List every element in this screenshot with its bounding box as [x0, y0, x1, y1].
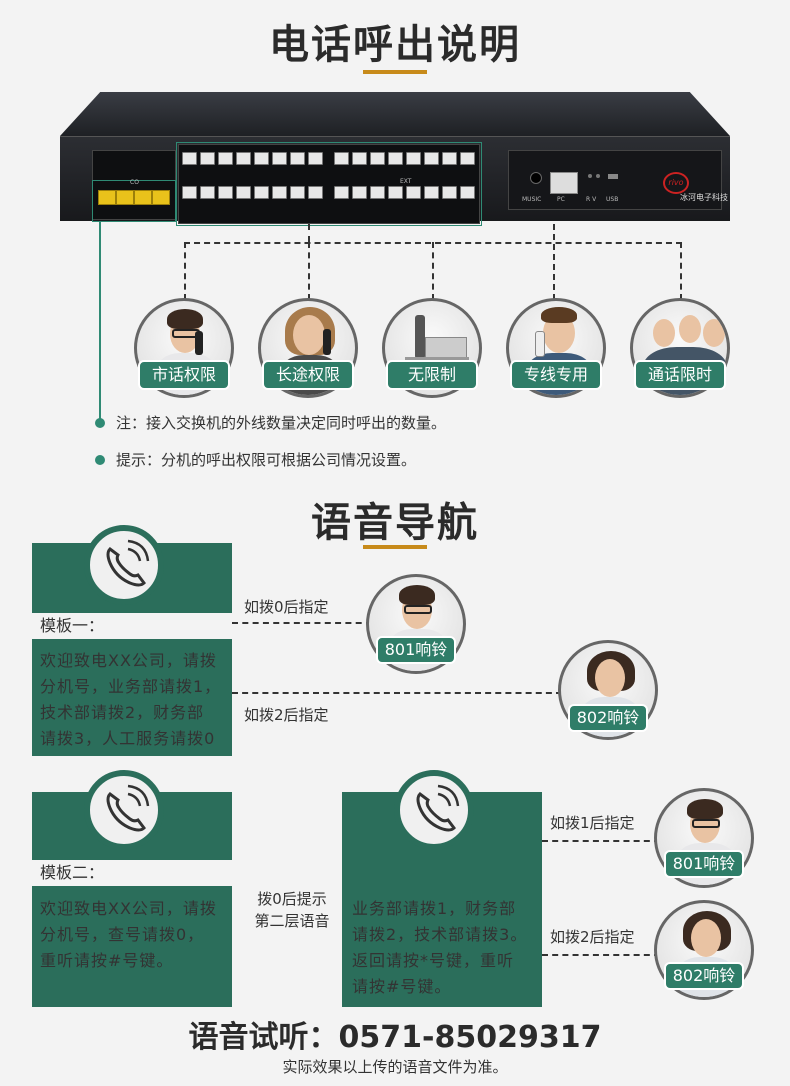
template1-text: 欢迎致电XX公司，请拨 分机号，业务部请拨1， 技术部请拨2，财务部 请拨3，人… [40, 651, 222, 748]
connector [184, 242, 186, 300]
template1-label: 模板一： [32, 613, 232, 639]
template2-text: 欢迎致电XX公司，请拨 分机号，查号请拨0， 重听请按#号键。 [40, 899, 217, 970]
connector [308, 224, 310, 242]
bullet-dot [95, 455, 105, 465]
category-label: 无限制 [386, 360, 478, 390]
template2-label: 模板二： [32, 860, 232, 886]
route-condition: 如拨2后指定 [550, 928, 635, 946]
note-text: 注：接入交换机的外线数量决定同时呼出的数量。 [116, 414, 447, 432]
ext-port [370, 152, 385, 165]
ext-port [254, 186, 269, 199]
rv-label: R V [586, 196, 597, 203]
ext-port [218, 186, 233, 199]
route-condition: 如拨1后指定 [550, 814, 635, 832]
ring-label: 801响铃 [376, 636, 456, 664]
ext-port [272, 186, 287, 199]
route-connector [232, 622, 372, 624]
ext-port [442, 152, 457, 165]
phone-call-icon [84, 525, 164, 605]
ext-port [424, 186, 439, 199]
ext-port [308, 186, 323, 199]
ring-label: 802响铃 [664, 962, 744, 990]
ext-port [254, 152, 269, 165]
ext-port [460, 186, 475, 199]
category-label: 长途权限 [262, 360, 354, 390]
pbx-switch-device: CO EXT MUSIC PC R V USB rivo 冰河电子科技 [60, 92, 730, 226]
second-layer-text: 业务部请拨1，财务部 请拨2，技术部请拨3。 返回请按*号键，重听 请按#号键。 [352, 899, 528, 996]
phone-call-icon [84, 770, 164, 850]
category-label: 通话限时 [634, 360, 726, 390]
tip-text: 提示：分机的呼出权限可根据公司情况设置。 [116, 451, 417, 469]
route-connector [542, 840, 660, 842]
ext-port [406, 186, 421, 199]
co-port [98, 190, 116, 205]
ext-port [370, 186, 385, 199]
section-title-outbound: 电话呼出说明 [269, 22, 521, 68]
connector [680, 242, 682, 300]
co-port [152, 190, 170, 205]
device-top-panel [60, 92, 730, 136]
ext-port [182, 186, 197, 199]
connector [432, 242, 434, 300]
co-port-highlight [92, 180, 176, 222]
ext-port [388, 186, 403, 199]
ext-port [460, 152, 475, 165]
ext-port [236, 186, 251, 199]
ext-port [388, 152, 403, 165]
ext-port [442, 186, 457, 199]
middle-route-label: 拨0后提示 第二层语音 [254, 890, 330, 930]
title-underline [363, 545, 427, 549]
ext-port [290, 186, 305, 199]
ext-port [424, 152, 439, 165]
rv-led [596, 174, 600, 178]
route-connector [542, 954, 660, 956]
ring-label: 801响铃 [664, 850, 744, 878]
ring-label: 802响铃 [568, 704, 648, 732]
route-condition: 如拨0后指定 [244, 598, 329, 616]
co-port-slot [92, 150, 176, 220]
co-port [116, 190, 134, 205]
section-title-voice-nav: 语音导航 [311, 500, 479, 546]
brand-logo: rivo [663, 172, 689, 194]
ext-port [236, 152, 251, 165]
ext-label: EXT [400, 178, 412, 185]
ext-port [200, 152, 215, 165]
category-label: 市话权限 [138, 360, 230, 390]
ext-port [352, 186, 367, 199]
ext-port [200, 186, 215, 199]
ext-port [218, 152, 233, 165]
category-label: 专线专用 [510, 360, 602, 390]
ext-port [352, 152, 367, 165]
pc-port [550, 172, 578, 194]
demo-phone-line: 语音试听：0571-85029317 [188, 1020, 602, 1055]
ext-port [334, 186, 349, 199]
usb-port [608, 174, 618, 179]
note-connector-line [99, 222, 101, 422]
ext-port-highlight [176, 142, 482, 226]
bullet-dot [95, 418, 105, 428]
ext-port [272, 152, 287, 165]
title-underline [363, 70, 427, 74]
ext-port [308, 152, 323, 165]
route-condition: 如拨2后指定 [244, 706, 329, 724]
music-jack [530, 172, 542, 184]
ext-port [290, 152, 305, 165]
music-label: MUSIC [522, 196, 542, 203]
brand-name: 冰河电子科技 [680, 193, 728, 202]
route-connector [232, 692, 562, 694]
ext-port [182, 152, 197, 165]
disclaimer: 实际效果以上传的语音文件为准。 [282, 1058, 508, 1076]
pc-label: PC [557, 196, 565, 203]
rv-led [588, 174, 592, 178]
usb-label: USB [606, 196, 619, 203]
co-port [134, 190, 152, 205]
co-label: CO [130, 179, 139, 186]
connector [308, 242, 310, 300]
ext-port [334, 152, 349, 165]
ext-port [406, 152, 421, 165]
phone-call-icon [394, 770, 474, 850]
connector [553, 224, 555, 300]
